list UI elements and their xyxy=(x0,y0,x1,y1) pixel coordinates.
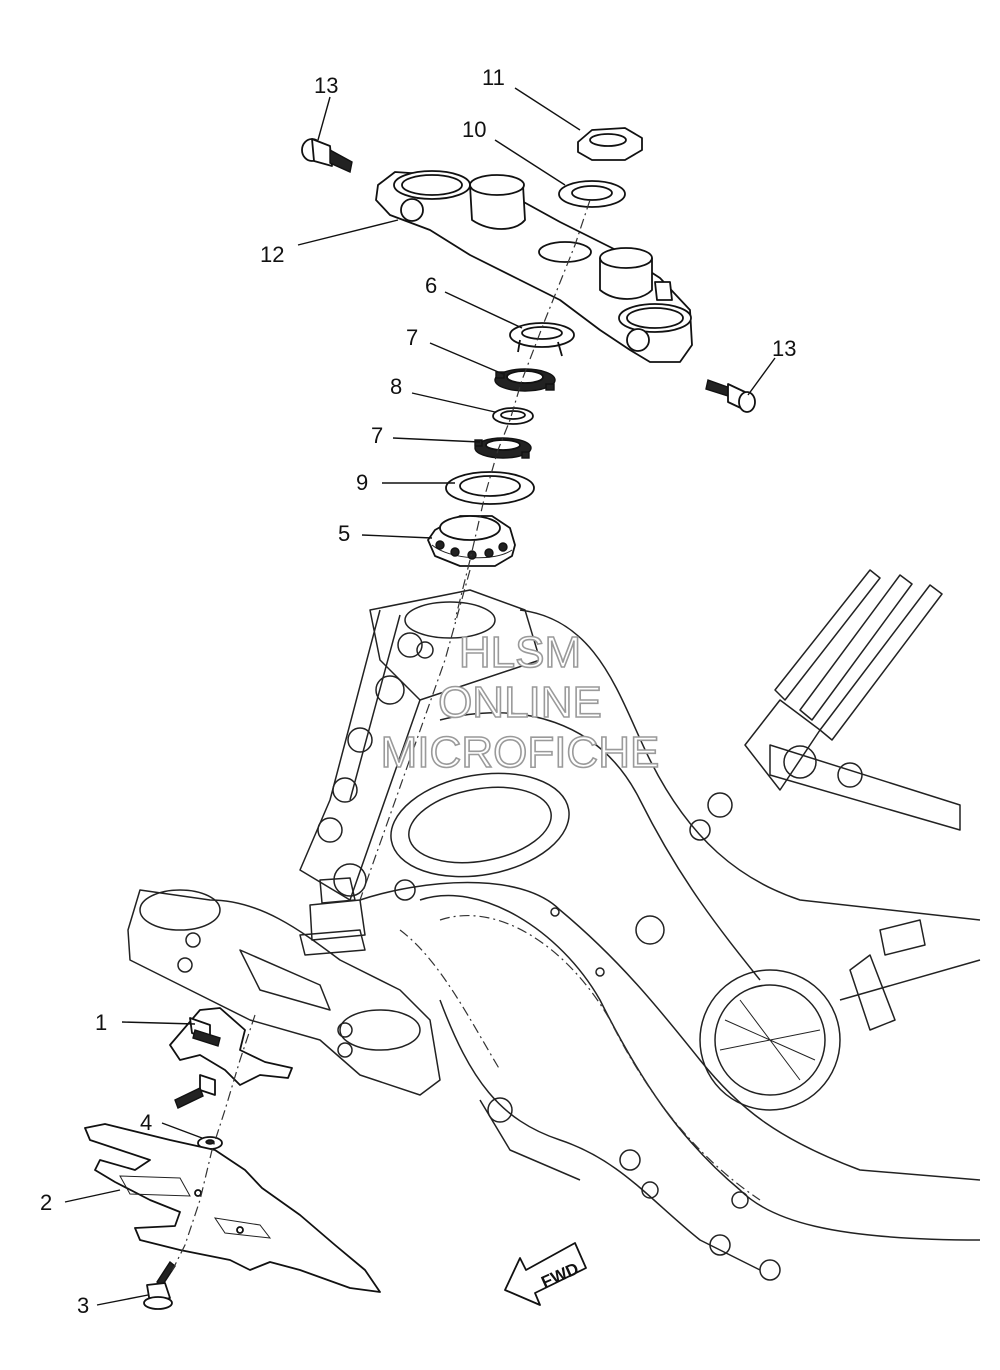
callout-10: 10 xyxy=(462,117,486,142)
callout-11: 11 xyxy=(482,65,505,90)
callout-2: 2 xyxy=(40,1190,52,1215)
lower-assembly-axis xyxy=(169,1014,256,1276)
callout-6: 6 xyxy=(425,273,437,298)
ball-race-cover-part-9 xyxy=(445,471,535,505)
bolt-part-13-upper xyxy=(301,138,353,173)
fwd-direction-arrow: FWD xyxy=(504,1242,587,1306)
callout-9: 9 xyxy=(356,470,368,495)
washer-part-10 xyxy=(558,180,626,208)
callout-13-upper: 13 xyxy=(314,73,338,98)
ring-nut-part-7-lower xyxy=(474,437,532,459)
bracket-part-1 xyxy=(169,1007,293,1109)
upper-bracket-part-12 xyxy=(375,170,693,363)
callout-4: 4 xyxy=(140,1110,152,1135)
callout-13-lower: 13 xyxy=(772,336,796,361)
callout-8: 8 xyxy=(390,374,402,399)
watermark-line-1: HLSM xyxy=(459,628,581,677)
callout-7-upper: 7 xyxy=(406,325,418,350)
bearing-part-5 xyxy=(427,515,516,567)
callout-5: 5 xyxy=(338,521,350,546)
motorcycle-frame xyxy=(127,569,981,1281)
ring-nut-part-7-upper xyxy=(494,368,556,392)
nut-part-11 xyxy=(577,127,643,161)
bolt-part-13-lower xyxy=(705,379,756,413)
watermark-line-3: MICROFICHE xyxy=(381,728,660,777)
watermark-line-2: ONLINE xyxy=(438,678,602,727)
callout-7-lower: 7 xyxy=(371,423,383,448)
callout-labels: 13 11 10 12 6 13 7 8 7 9 5 1 4 2 3 xyxy=(40,65,796,1318)
plate-part-2 xyxy=(84,1123,381,1293)
watermark: HLSM ONLINE MICROFICHE xyxy=(380,627,660,778)
callout-1: 1 xyxy=(95,1010,107,1035)
screw-part-3 xyxy=(143,1260,176,1310)
callout-12: 12 xyxy=(260,242,284,267)
assembly-axis xyxy=(454,199,591,621)
lock-washer-part-6 xyxy=(509,322,575,357)
callout-3: 3 xyxy=(77,1293,89,1318)
leader-lines xyxy=(64,87,776,1306)
